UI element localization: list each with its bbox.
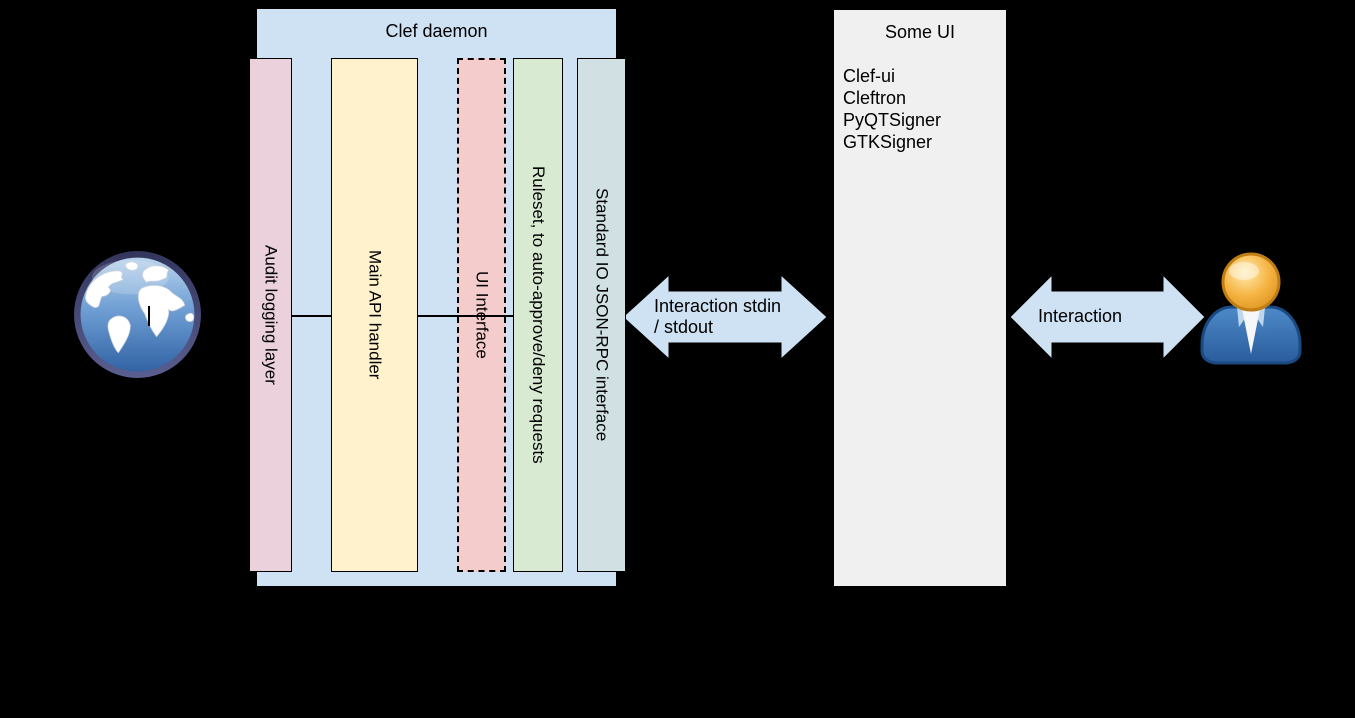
bar-label: Ruleset, to auto-approve/deny requests: [529, 166, 548, 464]
io-double-arrow-icon: [623, 275, 827, 359]
bar-audit-logging-layer: Audit logging layer: [249, 58, 292, 572]
io-arrow-label: Interaction stdin / stdout: [654, 296, 781, 338]
bar-stdio-jsonrpc-interface: Standard IO JSON-RPC interface: [577, 58, 626, 572]
user-person-icon: [1200, 252, 1302, 365]
some-ui-item: Cleftron: [843, 88, 907, 108]
bar-label: Main API handler: [365, 250, 385, 380]
bar-label: Standard IO JSON-RPC interface: [592, 188, 612, 442]
bar-main-api-handler: Main API handler: [331, 58, 418, 572]
user-double-arrow-icon: [1010, 275, 1205, 359]
some-ui-box: Some UI Clef-ui Cleftron PyQTSigner GTKS…: [833, 9, 1007, 587]
user-arrow-label: Interaction: [1038, 306, 1123, 326]
some-ui-item: Clef-ui: [843, 66, 896, 86]
bar-ruleset: Ruleset, to auto-approve/deny requests: [513, 58, 563, 572]
some-ui-item: PyQTSigner: [843, 110, 942, 130]
io-arrow-label-line2: / stdout: [654, 317, 714, 337]
some-ui-list: Clef-ui Cleftron PyQTSigner GTKSigner: [843, 65, 1006, 153]
bar-label: Audit logging layer: [261, 245, 281, 385]
io-arrow-label-line1: Interaction stdin: [654, 296, 782, 316]
clef-daemon-title: Clef daemon: [385, 21, 488, 41]
internet-globe-icon: [74, 251, 201, 378]
connector-tick: [148, 306, 150, 326]
some-ui-item: GTKSigner: [843, 132, 933, 152]
some-ui-title: Some UI: [884, 22, 956, 42]
